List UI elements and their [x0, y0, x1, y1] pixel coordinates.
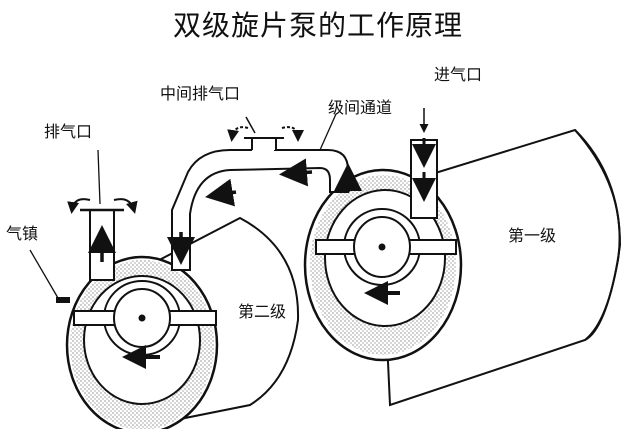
label-exhaust: 排气口	[44, 122, 93, 141]
stage-two-cylinder	[65, 216, 300, 429]
label-stage-one: 第一级	[508, 226, 557, 245]
gas-ballast-leader	[29, 249, 70, 303]
exhaust-pipe	[67, 149, 138, 281]
stage-one-cylinder	[303, 128, 622, 407]
label-interstage-passage: 级间通道	[328, 98, 393, 117]
label-mid-exhaust: 中间排气口	[160, 84, 241, 103]
label-inlet: 进气口	[434, 65, 483, 84]
interstage-passage	[167, 113, 362, 271]
label-gas-ballast: 气镇	[6, 224, 39, 243]
label-stage-two: 第二级	[238, 302, 287, 321]
inlet-pipe	[410, 108, 438, 219]
diagram-title: 双级旋片泵的工作原理	[172, 9, 463, 42]
